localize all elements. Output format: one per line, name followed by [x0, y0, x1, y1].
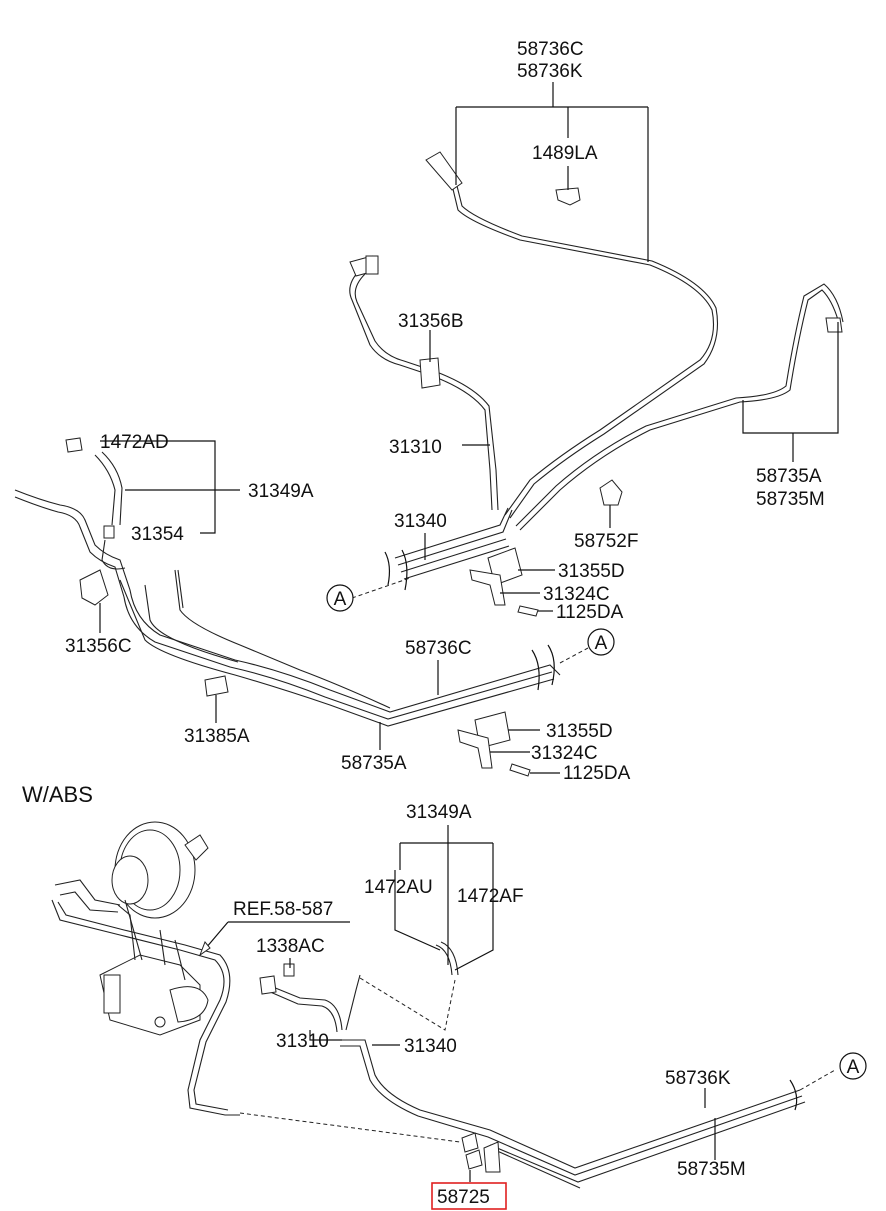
- part-labels: 58736C 58736K 1489LA 31356B 1472AD 31310…: [22, 39, 825, 1208]
- clip-58752F-icon: [599, 479, 623, 506]
- label-31349A-top[interactable]: 31349A: [248, 481, 314, 502]
- label-ref[interactable]: REF.58-587: [233, 899, 333, 920]
- svg-text:A: A: [847, 1057, 860, 1078]
- label-58736C-top[interactable]: 58736C: [517, 39, 584, 60]
- highlight-box-58725: [431, 1182, 507, 1210]
- clip-31385A-icon: [204, 675, 229, 697]
- label-31355D-2[interactable]: 31355D: [546, 721, 613, 742]
- label-31354[interactable]: 31354: [131, 524, 184, 545]
- svg-text:A: A: [334, 589, 347, 610]
- label-wabs: W/ABS: [22, 782, 93, 807]
- label-31324C-2[interactable]: 31324C: [531, 743, 598, 764]
- bolt-1125DA-2-icon: [509, 763, 531, 777]
- fitting-31354-icon: [103, 525, 115, 539]
- label-1338AC[interactable]: 1338AC: [256, 936, 325, 957]
- label-31340-bot[interactable]: 31340: [404, 1036, 457, 1057]
- bottom-leader-lines: [198, 921, 716, 1182]
- label-31355D-1[interactable]: 31355D: [558, 561, 625, 582]
- marker-a-3: [839, 1052, 867, 1080]
- reference-markers: A A A: [326, 584, 867, 1080]
- label-58735M-right[interactable]: 58735M: [756, 489, 825, 510]
- clip-1489LA-icon: [555, 187, 581, 206]
- top-clips: [65, 187, 623, 777]
- bolt-1125DA-1-icon: [517, 605, 539, 617]
- label-31340-top[interactable]: 31340: [394, 511, 447, 532]
- nut-1338AC-icon: [283, 963, 295, 977]
- label-31356C[interactable]: 31356C: [65, 636, 132, 657]
- label-58736K-bot[interactable]: 58736K: [665, 1068, 731, 1089]
- label-58725[interactable]: 58725: [437, 1187, 490, 1208]
- label-58736C-mid[interactable]: 58736C: [405, 638, 472, 659]
- top-leader-lines: [99, 82, 839, 774]
- label-31356B[interactable]: 31356B: [398, 311, 464, 332]
- label-31310-top[interactable]: 31310: [389, 437, 442, 458]
- clip-58725-icon: [461, 1132, 479, 1153]
- svg-text:A: A: [595, 633, 608, 654]
- marker-a-1: [326, 584, 354, 612]
- label-58735A-mid[interactable]: 58735A: [341, 753, 407, 774]
- label-58735A-right[interactable]: 58735A: [756, 466, 822, 487]
- label-58735M-bot[interactable]: 58735M: [677, 1159, 746, 1180]
- bracket-31324C-2-icon: [457, 729, 493, 769]
- marker-a-2: [587, 628, 615, 656]
- top-pipe-assembly: [14, 151, 844, 727]
- label-1125DA-1[interactable]: 1125DA: [556, 602, 624, 623]
- label-31349A-bot[interactable]: 31349A: [406, 802, 472, 823]
- fitting-31310-icon: [259, 975, 277, 995]
- label-58752F[interactable]: 58752F: [574, 531, 638, 552]
- abs-assembly: [51, 821, 836, 1189]
- nut-1472AD-icon: [65, 437, 83, 453]
- clip-31356C-icon: [79, 569, 109, 606]
- bracket-31324C-1-icon: [469, 569, 506, 606]
- label-1472AD[interactable]: 1472AD: [100, 432, 169, 453]
- label-58736K-top[interactable]: 58736K: [517, 61, 583, 82]
- label-1489LA[interactable]: 1489LA: [532, 143, 598, 164]
- label-31324C-1[interactable]: 31324C: [543, 584, 610, 605]
- label-31385A[interactable]: 31385A: [184, 726, 250, 747]
- label-1125DA-2[interactable]: 1125DA: [563, 763, 631, 784]
- label-31310-bot[interactable]: 31310: [276, 1031, 329, 1052]
- clip-31356B-icon: [419, 357, 441, 389]
- label-1472AF[interactable]: 1472AF: [457, 886, 524, 907]
- label-1472AU[interactable]: 1472AU: [364, 877, 433, 898]
